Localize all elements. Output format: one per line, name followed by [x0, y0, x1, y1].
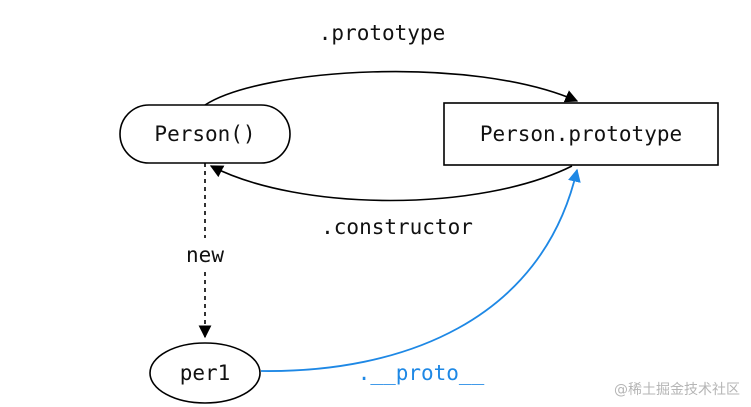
- node-per1-label: per1: [180, 361, 231, 385]
- edge-prototype: [204, 70, 579, 106]
- node-person-prototype: Person.prototype: [443, 102, 719, 166]
- node-person-function-label: Person(): [154, 122, 255, 146]
- node-per1-shape: [149, 342, 261, 404]
- watermark: @稀土掘金技术社区: [614, 382, 740, 398]
- edge-constructor: [209, 165, 573, 202]
- node-person-prototype-shape: [443, 102, 719, 166]
- edge-prototype-label: .prototype: [319, 21, 445, 45]
- node-per1: per1: [149, 342, 261, 404]
- node-person-prototype-label: Person.prototype: [480, 122, 682, 146]
- edge-proto: [260, 168, 581, 372]
- edge-new-label: new: [186, 243, 224, 267]
- node-person-function: Person(): [119, 104, 291, 164]
- node-person-function-shape: [119, 104, 291, 164]
- edge-proto-label: .__proto__: [358, 361, 485, 385]
- edge-constructor-label: .constructor: [321, 215, 473, 239]
